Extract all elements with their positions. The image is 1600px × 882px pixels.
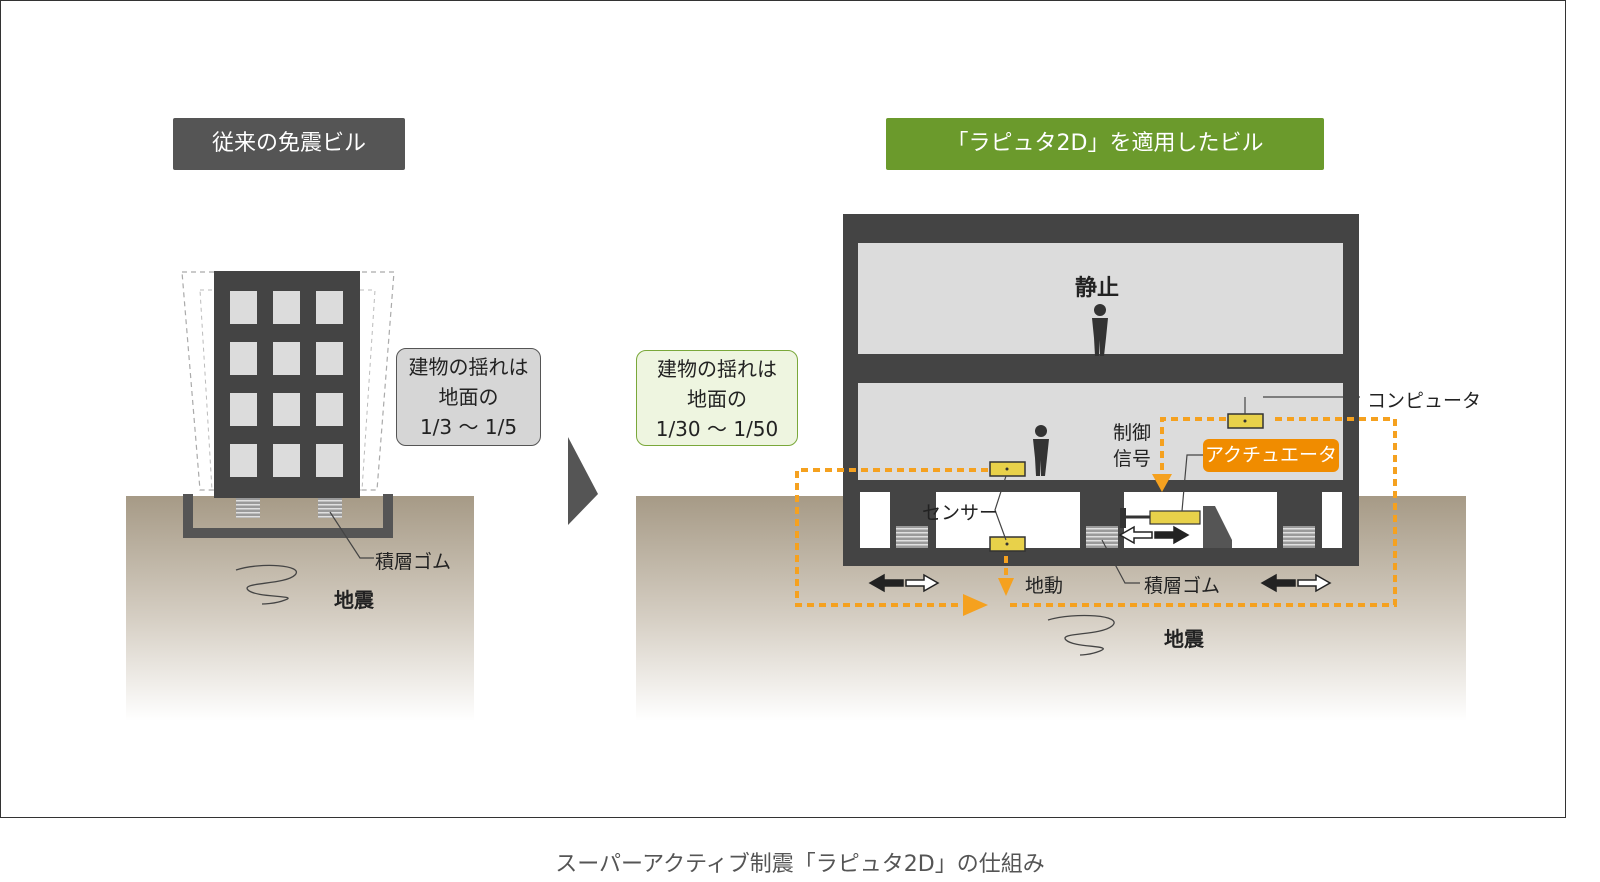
left-rubber-leader [329,511,374,559]
ratio-line-3: 1/3 ～ 1/5 [419,415,518,439]
ratio-line-3: 1/30 ～ 1/50 [655,417,779,441]
control-signal-label: 制御 信号 [1113,420,1151,472]
right-rubber-bearing-2 [1086,526,1118,548]
right-rubber-bearing-1 [896,526,928,548]
left-building-windows [230,291,343,477]
upper-floor-label: 静止 [1075,276,1120,301]
actuator-body [1149,510,1201,525]
ratio-box-laputa: 建物の揺れは 地面の 1/30 ～ 1/50 [636,350,798,446]
left-base-slab [214,492,360,498]
ghost-outline-inner [199,289,376,491]
header-laputa: 「ラピュタ2D」を適用したビル [886,118,1324,170]
sensor-leader [994,475,1007,541]
control-signal-line-1: 制御 [1113,422,1152,444]
right-quake-swirl [1047,614,1115,656]
motion-arrows-right [1260,573,1332,593]
right-rubber-bearing-3 [1283,526,1315,548]
motion-arrows-middle [1118,525,1190,545]
computer-label: コンピュータ [1367,390,1482,412]
transition-arrow [568,437,598,525]
left-quake-label: 地震 [334,588,374,612]
sensor-label: センサー [922,502,999,524]
motion-arrows-left [868,573,940,593]
left-rubber-bearing-2 [318,498,342,518]
person-upper-icon [1092,304,1108,356]
actuator-leader [1181,454,1203,512]
ratio-line-1: 建物の揺れは [408,355,529,379]
control-signal-loop [795,417,1397,607]
right-rubber-leader [1101,539,1140,584]
ratio-line-2: 地面の [687,387,747,411]
actuator-bracket [1203,506,1232,548]
right-rubber-label: 積層ゴム [1144,575,1221,597]
ground-motion-label: 地動 [1025,575,1064,597]
signal-arrow-actuator [1152,474,1172,492]
left-foundation-pit [183,494,393,538]
person-lower-icon [1033,425,1049,476]
ratio-box-conventional: 建物の揺れは 地面の 1/3 ～ 1/5 [396,348,541,446]
figure-caption: スーパーアクティブ制震「ラピュタ2D」の仕組み [555,852,1045,877]
basement-void-4 [1322,492,1342,548]
ratio-line-1: 建物の揺れは [657,357,777,381]
left-rubber-bearing-1 [236,498,260,518]
signal-arrow-sensor [998,578,1014,596]
header-conventional: 従来の免震ビル [173,118,405,170]
actuator-label: アクチュエータ [1203,439,1339,472]
control-signal-line-2: 信号 [1113,448,1152,470]
ratio-line-2: 地面の [438,385,499,409]
signal-arrow-ground [963,594,988,616]
left-quake-swirl [235,564,298,605]
right-quake-label: 地震 [1164,627,1204,651]
basement-void-1 [860,492,890,548]
left-rubber-label: 積層ゴム [375,551,452,573]
